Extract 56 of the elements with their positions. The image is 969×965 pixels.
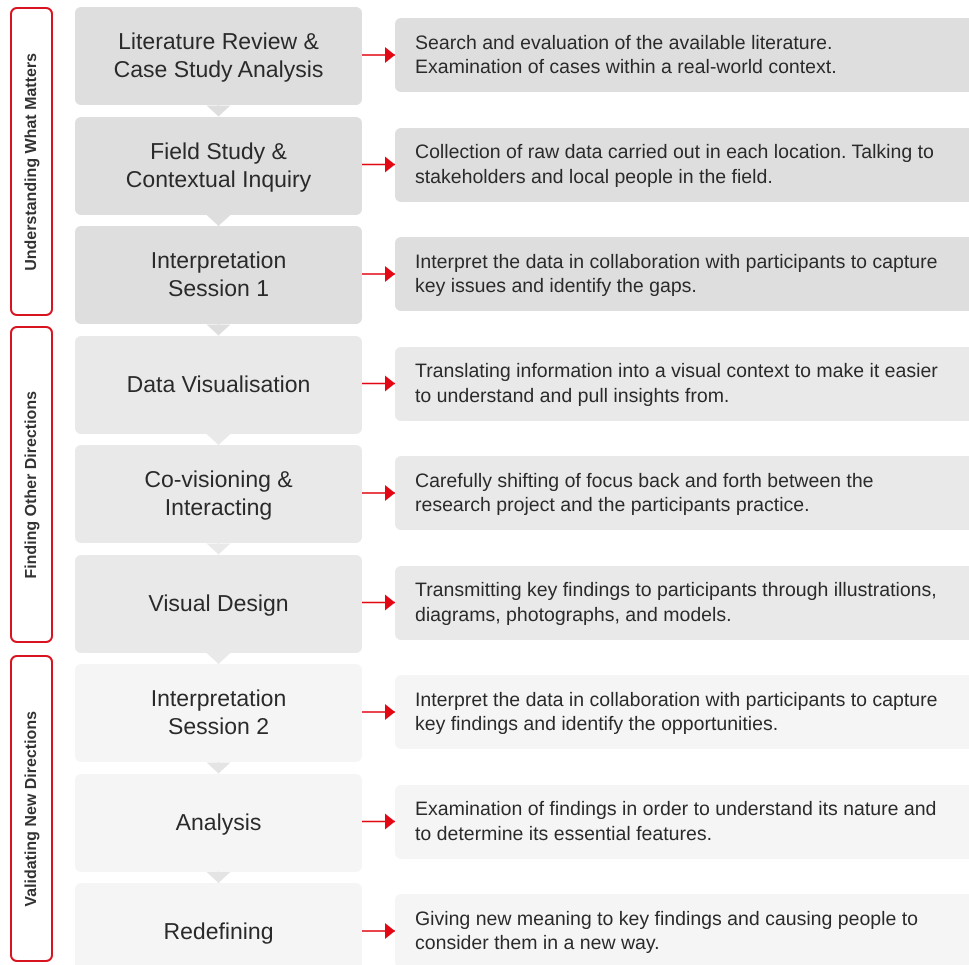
description-box — [395, 784, 969, 858]
step-description: Transmitting key findings to participants through illustrations, diagrams, photographs, and models. — [415, 578, 938, 627]
step-description: Interpret the data in collaboration with participants to capture key findings and identify the opportunities. — [415, 688, 938, 736]
phase-band — [10, 326, 53, 643]
step-description: Examination of findings in order to understand its nature and to determine its essential features. — [415, 797, 938, 846]
description-box — [395, 675, 969, 749]
description-box — [395, 566, 969, 640]
arrow — [362, 266, 395, 282]
step-description: Translating information into a visual context to make it easier to understand and pull insights from. — [415, 359, 939, 408]
phase-label: Validating New Directions — [22, 710, 40, 906]
step-description: Collection of raw data carried out in each location. Talking to stakeholders and local people in the field. — [415, 140, 935, 189]
step-box — [75, 554, 362, 652]
step-box — [75, 7, 362, 105]
chevron-arrow — [206, 324, 230, 336]
step-description: Search and evaluation of the available literature. Examination of cases within a real-world context. — [415, 30, 838, 80]
step-description: Giving new meaning to key findings and causing people to consider them in a new way. — [415, 906, 919, 956]
step-description: Carefully shifting of focus back and forth between the research project and the participants practice. — [415, 468, 875, 518]
step-title: Co-visioning & Interacting — [143, 466, 294, 522]
arrow — [362, 814, 395, 830]
phase-band — [10, 7, 53, 316]
step-box — [75, 336, 362, 434]
chevron-arrow — [206, 762, 230, 774]
description-box — [395, 456, 969, 530]
step-box — [75, 883, 362, 965]
phase-label: Understanding What Matters — [22, 52, 40, 270]
step-box — [75, 445, 362, 543]
step-title: Interpretation Session 2 — [150, 685, 288, 741]
description-box — [395, 894, 969, 965]
arrow — [362, 376, 395, 392]
description-box — [395, 18, 969, 92]
step-title: Visual Design — [148, 590, 289, 618]
step-title: Analysis — [176, 808, 262, 836]
step-box — [75, 226, 362, 324]
step-box — [75, 664, 362, 762]
step-box — [75, 116, 362, 214]
step-box — [75, 774, 362, 872]
step-title: Field Study & Contextual Inquiry — [124, 138, 312, 194]
chevron-arrow — [206, 105, 230, 116]
arrow — [362, 156, 395, 172]
phase-label: Finding Other Directions — [22, 390, 40, 578]
chevron-arrow — [206, 214, 230, 226]
step-title: Data Visualisation — [126, 370, 310, 398]
step-title: Redefining — [164, 918, 274, 946]
arrow — [362, 704, 395, 720]
phase-band — [10, 655, 53, 962]
arrow — [362, 594, 395, 610]
arrow — [362, 923, 395, 939]
description-box — [395, 346, 969, 420]
step-title: Interpretation Session 1 — [150, 247, 288, 303]
step-description: Interpret the data in collaboration with participants to capture key issues and identify the gaps. — [415, 250, 938, 298]
description-box — [395, 237, 969, 311]
arrow — [362, 47, 395, 63]
chevron-arrow — [206, 872, 230, 883]
step-title: Literature Review & Case Study Analysis — [112, 28, 324, 84]
arrow — [362, 485, 395, 501]
description-box — [395, 128, 969, 202]
